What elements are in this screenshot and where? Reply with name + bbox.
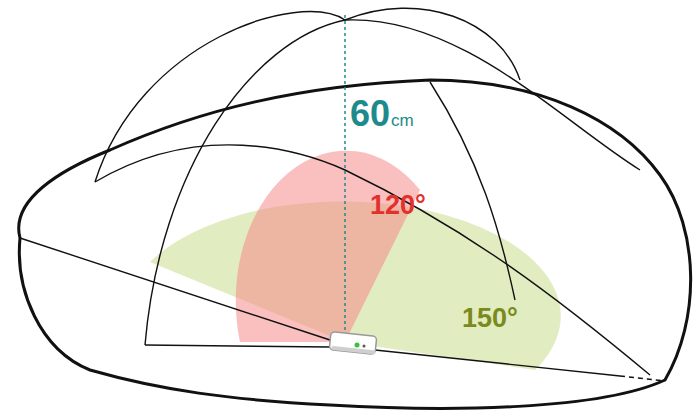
angle-label: 150° [462, 305, 518, 332]
dome-wireframe [20, 8, 665, 381]
narrow-sector [236, 151, 420, 342]
dimension-unit: cm [391, 112, 414, 129]
sensor-device [329, 332, 377, 355]
angle-label: 120° [370, 192, 426, 219]
dimension-value: 60 [350, 96, 390, 132]
dome-base-outline [19, 80, 691, 408]
height-line [344, 15, 346, 336]
